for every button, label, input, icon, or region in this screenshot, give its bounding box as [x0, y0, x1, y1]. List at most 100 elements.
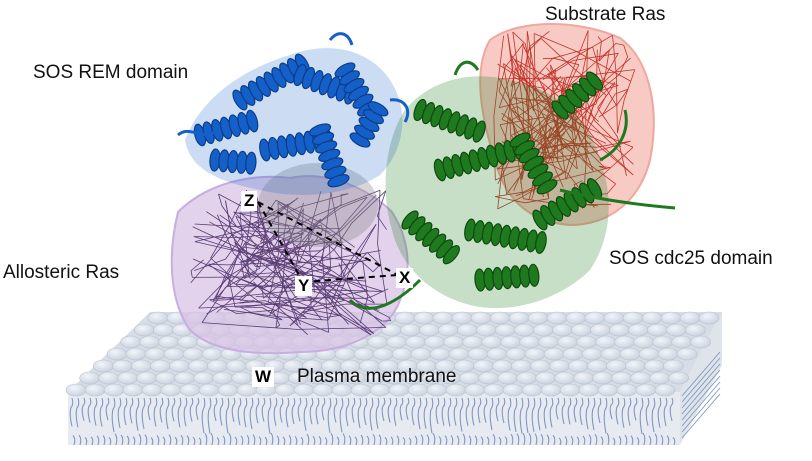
- bond-stick: [567, 125, 604, 162]
- lipid-head: [131, 359, 152, 373]
- lipid-head: [521, 383, 543, 397]
- bond-stick: [377, 190, 388, 305]
- lipid-head: [188, 359, 209, 373]
- lipid-head: [595, 335, 616, 349]
- lipid-tail: [582, 435, 586, 446]
- lipid-tail: [294, 435, 298, 446]
- lipid-tail: [243, 397, 248, 428]
- bond-stick: [218, 193, 238, 228]
- lipid-tail: [372, 433, 376, 446]
- bond-stick: [552, 132, 566, 148]
- lipid-head: [557, 335, 578, 349]
- bond-stick: [598, 165, 611, 170]
- lipid-tail: [474, 435, 478, 446]
- lipid-tail: [384, 436, 388, 446]
- lipid-head: [141, 383, 163, 397]
- bond-stick: [597, 81, 616, 109]
- lipid-tail: [426, 434, 430, 446]
- lipid-head: [500, 335, 521, 349]
- lipid-tail: [330, 433, 334, 446]
- lipid-head: [163, 347, 185, 361]
- lipid-tail: [138, 433, 142, 446]
- bond-stick: [497, 67, 516, 209]
- bond-stick: [260, 231, 273, 244]
- helix: [308, 123, 350, 188]
- point-x: X: [396, 268, 414, 288]
- lipid-head: [576, 335, 597, 349]
- bond-stick: [235, 216, 259, 249]
- bond-stick: [287, 194, 377, 252]
- lipid-head: [451, 311, 473, 325]
- bond-stick: [494, 170, 567, 197]
- bond-stick: [592, 47, 604, 105]
- bond-stick: [501, 119, 518, 139]
- lipid-head: [614, 335, 635, 349]
- lipid-tail: [453, 397, 458, 426]
- bond-stick: [225, 200, 256, 267]
- lipid-head: [535, 371, 556, 385]
- lipid-head: [182, 347, 204, 361]
- label-substrate-ras: Substrate Ras: [545, 4, 666, 25]
- lipid-tail: [660, 434, 664, 446]
- lipid-tail: [156, 435, 160, 446]
- lipid-tail: [318, 435, 322, 446]
- lipid-tail: [558, 437, 562, 446]
- lipid-tail: [600, 436, 604, 446]
- bond-stick: [333, 190, 387, 250]
- lipid-head: [587, 359, 608, 373]
- lipid-tail: [300, 436, 304, 446]
- lipid-tail: [150, 437, 154, 446]
- lipid-tail: [369, 397, 374, 431]
- lipid-tail: [396, 435, 400, 446]
- lipid-head: [559, 383, 581, 397]
- lipid-head: [464, 383, 486, 397]
- bond-stick: [255, 296, 314, 309]
- lipid-head: [353, 347, 375, 361]
- lipid-tail: [69, 397, 74, 427]
- lipid-head: [65, 383, 87, 397]
- lipid-head: [334, 347, 356, 361]
- lipid-head: [644, 359, 665, 373]
- lipid-head: [432, 311, 454, 325]
- lipid-tail: [471, 397, 476, 426]
- bond-stick: [340, 193, 349, 205]
- bond-stick: [597, 36, 602, 62]
- lipid-head: [136, 371, 157, 385]
- point-y: Y: [295, 276, 313, 296]
- lipid-tail: [75, 397, 80, 428]
- lipid-head: [565, 311, 587, 325]
- lipid-tail: [273, 397, 278, 426]
- lipid-tail: [450, 435, 454, 446]
- lipid-head: [668, 371, 689, 385]
- lipid-head: [483, 383, 505, 397]
- lipid-tail: [555, 397, 560, 420]
- bond-stick: [288, 225, 300, 264]
- lipid-tail: [198, 437, 202, 446]
- lipid-head: [391, 347, 413, 361]
- lipid-tail: [663, 397, 668, 427]
- cdc25-loop: [348, 60, 676, 310]
- bond-stick: [244, 250, 262, 279]
- lipid-head: [177, 335, 198, 349]
- lipid-tail: [528, 433, 532, 446]
- bond-stick: [252, 193, 349, 229]
- lipid-tail: [135, 397, 140, 431]
- lipid-tail: [573, 397, 578, 423]
- lipid-tail: [276, 435, 280, 446]
- bond-stick: [558, 81, 616, 139]
- lipid-tail: [84, 437, 88, 446]
- lipid-tail: [279, 397, 284, 423]
- lipid-head: [457, 323, 478, 337]
- lipid-head: [198, 383, 220, 397]
- lipid-tail: [183, 397, 188, 427]
- helix: [464, 218, 547, 254]
- lipid-tail: [303, 397, 308, 431]
- bond-stick: [275, 275, 299, 329]
- lipid-head: [584, 311, 606, 325]
- bond-stick: [617, 69, 636, 134]
- bond-stick: [201, 267, 261, 323]
- lipid-head: [508, 311, 530, 325]
- lipid-head: [647, 323, 668, 337]
- bond-stick: [208, 262, 266, 266]
- lipid-tail: [681, 369, 721, 415]
